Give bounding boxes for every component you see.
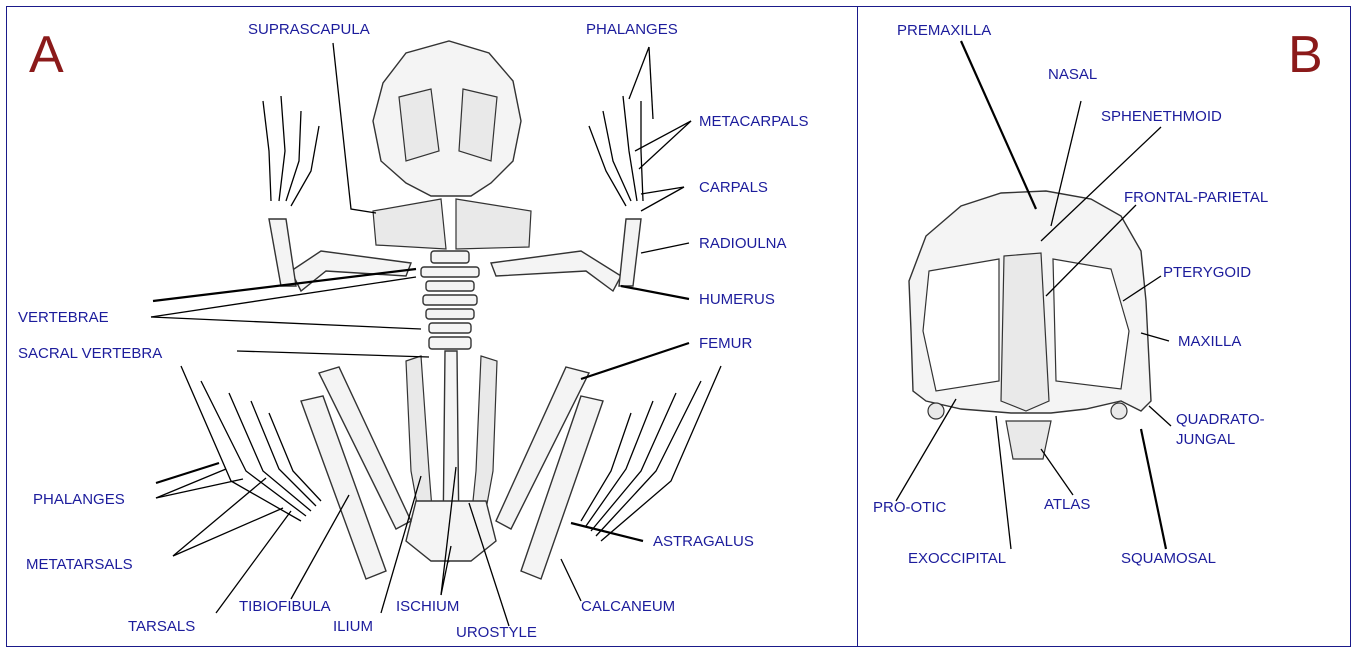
frontal-parietal-drawing [1001,253,1049,411]
vertebrae-drawing [421,251,479,349]
label-vertebrae: VERTEBRAE [18,309,109,326]
label-exoccipital: EXOCCIPITAL [908,550,1006,567]
label-urostyle: UROSTYLE [456,624,537,641]
label-femur: FEMUR [699,335,752,352]
label-sacral-vertebra: SACRAL VERTEBRA [18,345,162,362]
orbit-left-drawing [923,259,999,391]
frog-skeleton-diagram: SUPRASCAPULA PHALANGES METACARPALS CARPA… [7,7,860,648]
label-calcaneum: CALCANEUM [581,598,675,615]
label-pterygoid: PTERYGOID [1163,264,1251,281]
label-suprascapula: SUPRASCAPULA [248,21,370,38]
humerus-right-drawing [491,251,621,291]
label-astragalus: ASTRAGALUS [653,533,754,550]
label-phalanges-top: PHALANGES [586,21,678,38]
panel-b-letter: B [1288,29,1323,81]
panel-a-letter: A [29,29,64,81]
label-maxilla: MAXILLA [1178,333,1241,350]
label-radioulna: RADIOULNA [699,235,787,252]
label-ischium: ISCHIUM [396,598,459,615]
label-atlas: ATLAS [1044,496,1090,513]
panel-a-frog-skeleton: A [6,6,859,647]
label-metacarpals: METACARPALS [699,113,808,130]
right-hand-drawing [589,96,643,206]
label-sphenethmoid: SPHENETHMOID [1101,108,1222,125]
label-squamosal: SQUAMOSAL [1121,550,1216,567]
panel-b-frog-skull: B [857,6,1351,647]
label-humerus: HUMERUS [699,291,775,308]
radioulna-right-drawing [619,219,641,286]
label-metatarsals: METATARSALS [26,556,133,573]
label-ilium: ILIUM [333,618,373,635]
radioulna-left-drawing [269,219,296,286]
label-nasal: NASAL [1048,66,1097,83]
right-foot-drawing [581,366,721,541]
label-premaxilla: PREMAXILLA [897,22,991,39]
label-frontal-parietal: FRONTAL-PARIETAL [1124,189,1268,206]
label-tibiofibula: TIBIOFIBULA [239,598,331,615]
frog-skull-diagram: PREMAXILLA NASAL SPHENETHMOID FRONTAL-PA… [858,7,1352,648]
label-quadratojugal-1: QUADRATO- [1176,411,1265,428]
label-tarsals: TARSALS [128,618,195,635]
label-quadratojugal-2: JUNGAL [1176,431,1235,448]
skull-drawing [373,41,521,196]
suprascapula-right-drawing [456,199,531,249]
left-hand-drawing [263,96,319,206]
label-carpals: CARPALS [699,179,768,196]
left-foot-drawing [181,366,321,521]
suprascapula-left-drawing [373,199,446,249]
label-phalanges-bottom: PHALANGES [33,491,125,508]
label-pro-otic: PRO-OTIC [873,499,946,516]
